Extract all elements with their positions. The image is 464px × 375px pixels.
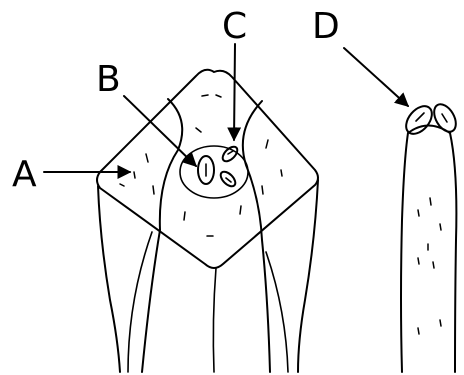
label-d: D xyxy=(312,6,340,47)
diamond-top-face xyxy=(97,70,318,268)
arrow-d xyxy=(344,48,408,106)
arrow-b xyxy=(124,96,196,166)
label-a: A xyxy=(12,154,37,195)
left-outer-wall xyxy=(98,186,120,372)
center-seam xyxy=(213,268,216,372)
label-c: C xyxy=(222,6,247,47)
left-inner-ridge xyxy=(142,99,182,372)
label-d-group: D xyxy=(312,6,408,106)
stamen-texture xyxy=(418,198,441,334)
left-specimen xyxy=(97,70,318,372)
label-b: B xyxy=(96,59,121,100)
right-specimen xyxy=(401,101,460,372)
arrow-c xyxy=(234,44,235,140)
stamen-right-edge xyxy=(450,133,456,372)
ovule-mark xyxy=(228,151,233,154)
label-b-group: B xyxy=(96,59,196,166)
anther-mark xyxy=(442,114,447,122)
anther-lobe xyxy=(401,101,437,138)
anther-mark xyxy=(416,113,424,121)
ovule-cluster xyxy=(198,144,240,189)
right-outer-wall xyxy=(298,180,318,372)
ovule-mark xyxy=(226,178,231,182)
stamen-left-edge xyxy=(401,133,408,372)
left-lower-fold xyxy=(128,232,152,372)
